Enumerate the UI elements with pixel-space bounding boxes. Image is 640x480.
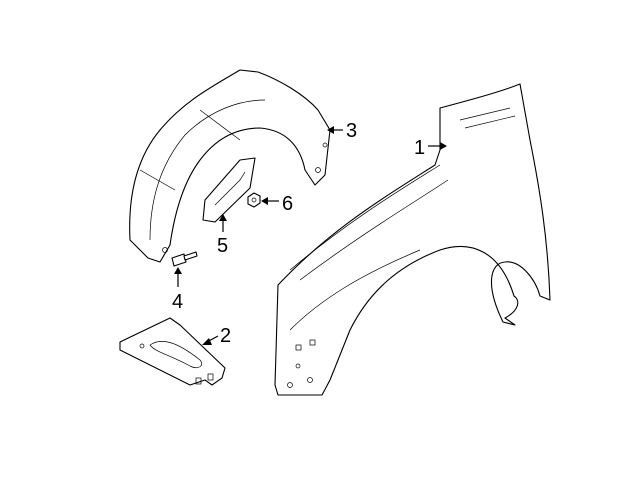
callout-4: 4 (172, 267, 183, 313)
callout-6: 6 (261, 193, 293, 215)
callout-2: 2 (202, 325, 231, 347)
callout-5: 5 (217, 214, 228, 257)
nut-part (247, 192, 261, 208)
callout-label-1: 1 (414, 137, 425, 159)
callout-label-2: 2 (220, 325, 231, 347)
callout-label-3: 3 (346, 120, 357, 142)
fender-liner-part (129, 69, 331, 263)
bolt-part (171, 251, 198, 267)
callout-3: 3 (327, 120, 357, 142)
fender-part (274, 83, 551, 396)
callout-label-4: 4 (172, 291, 183, 313)
callout-label-6: 6 (282, 193, 293, 215)
splash-shield-part (202, 157, 256, 223)
callout-1: 1 (414, 137, 447, 159)
callout-label-5: 5 (217, 235, 228, 257)
bracket-part (119, 317, 226, 386)
